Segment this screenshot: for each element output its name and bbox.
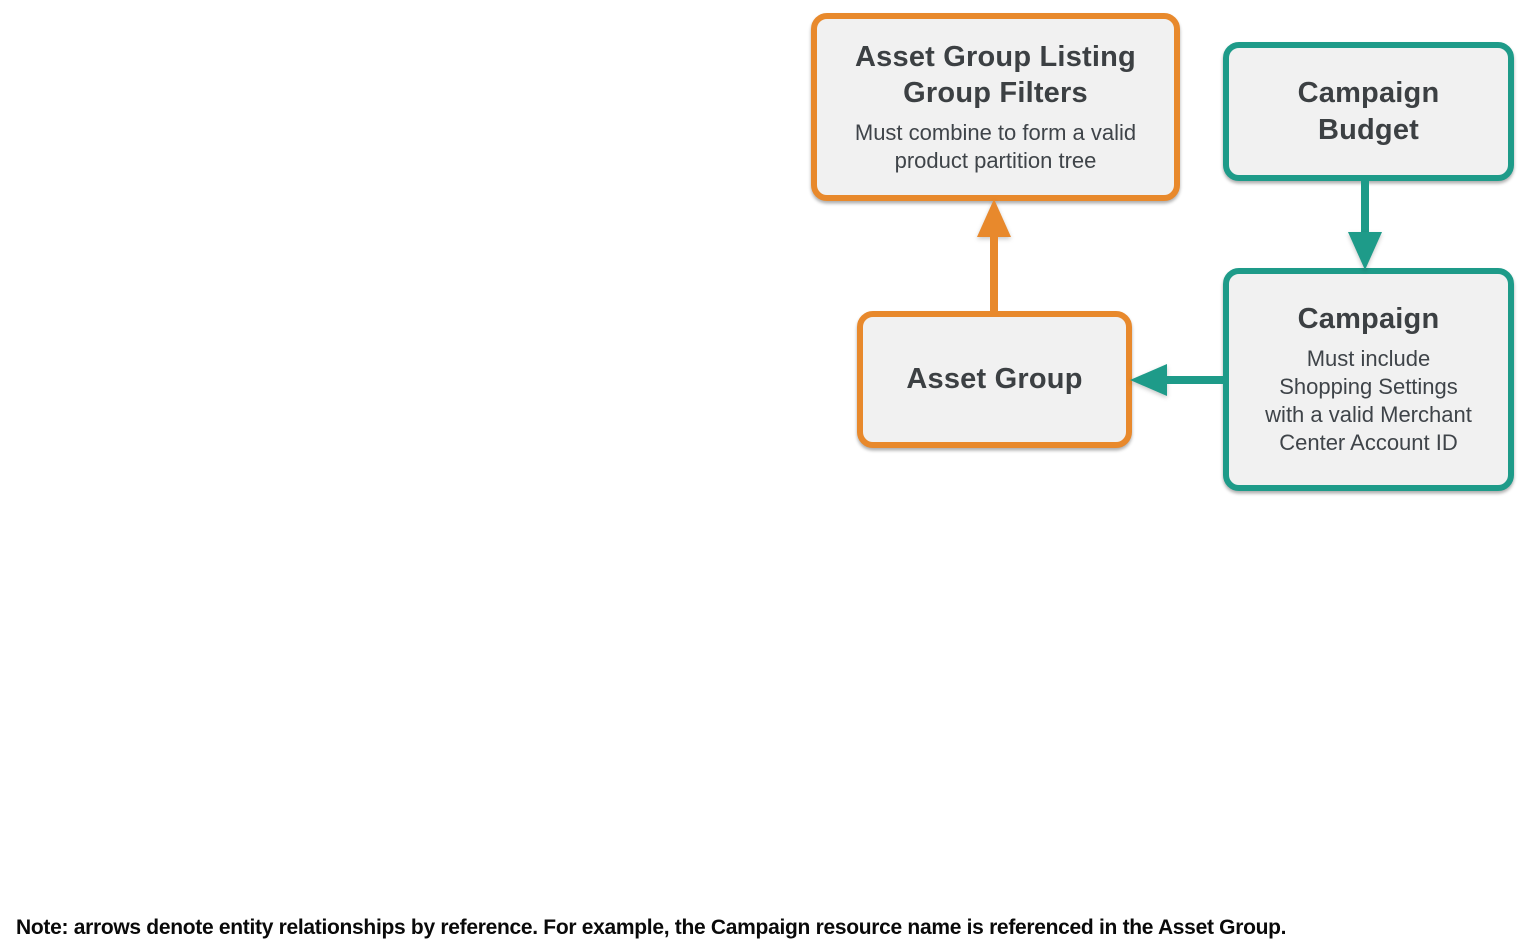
node-campaign: Campaign Must include Shopping Settings … <box>1223 268 1514 491</box>
footnote: Note: arrows denote entity relationships… <box>16 916 1287 939</box>
arrow-left-shaft-campaign-to-asset-group <box>1164 376 1224 384</box>
node-subtitle: Must combine to form a valid product par… <box>854 119 1137 174</box>
node-title: Campaign <box>1297 303 1440 336</box>
node-asset-group-listing-group-filters: Asset Group Listing Group Filters Must c… <box>811 13 1180 201</box>
arrow-down-shaft-campaign-budget-to-campaign <box>1361 179 1369 237</box>
arrow-down-head-campaign-budget-to-campaign <box>1348 232 1382 270</box>
node-title: Asset Group <box>906 363 1083 396</box>
node-asset-group: Asset Group <box>857 311 1132 448</box>
node-subtitle: Must include Shopping Settings with a va… <box>1265 345 1472 456</box>
arrow-up-shaft-asset-group-to-listing-filters <box>990 234 998 312</box>
arrow-up-head-asset-group-to-listing-filters <box>977 199 1011 237</box>
node-title: Asset Group Listing Group Filters <box>855 40 1136 110</box>
node-campaign-budget: Campaign Budget <box>1223 42 1514 181</box>
arrow-left-head-campaign-to-asset-group <box>1130 364 1167 396</box>
node-title: Campaign Budget <box>1297 76 1440 146</box>
